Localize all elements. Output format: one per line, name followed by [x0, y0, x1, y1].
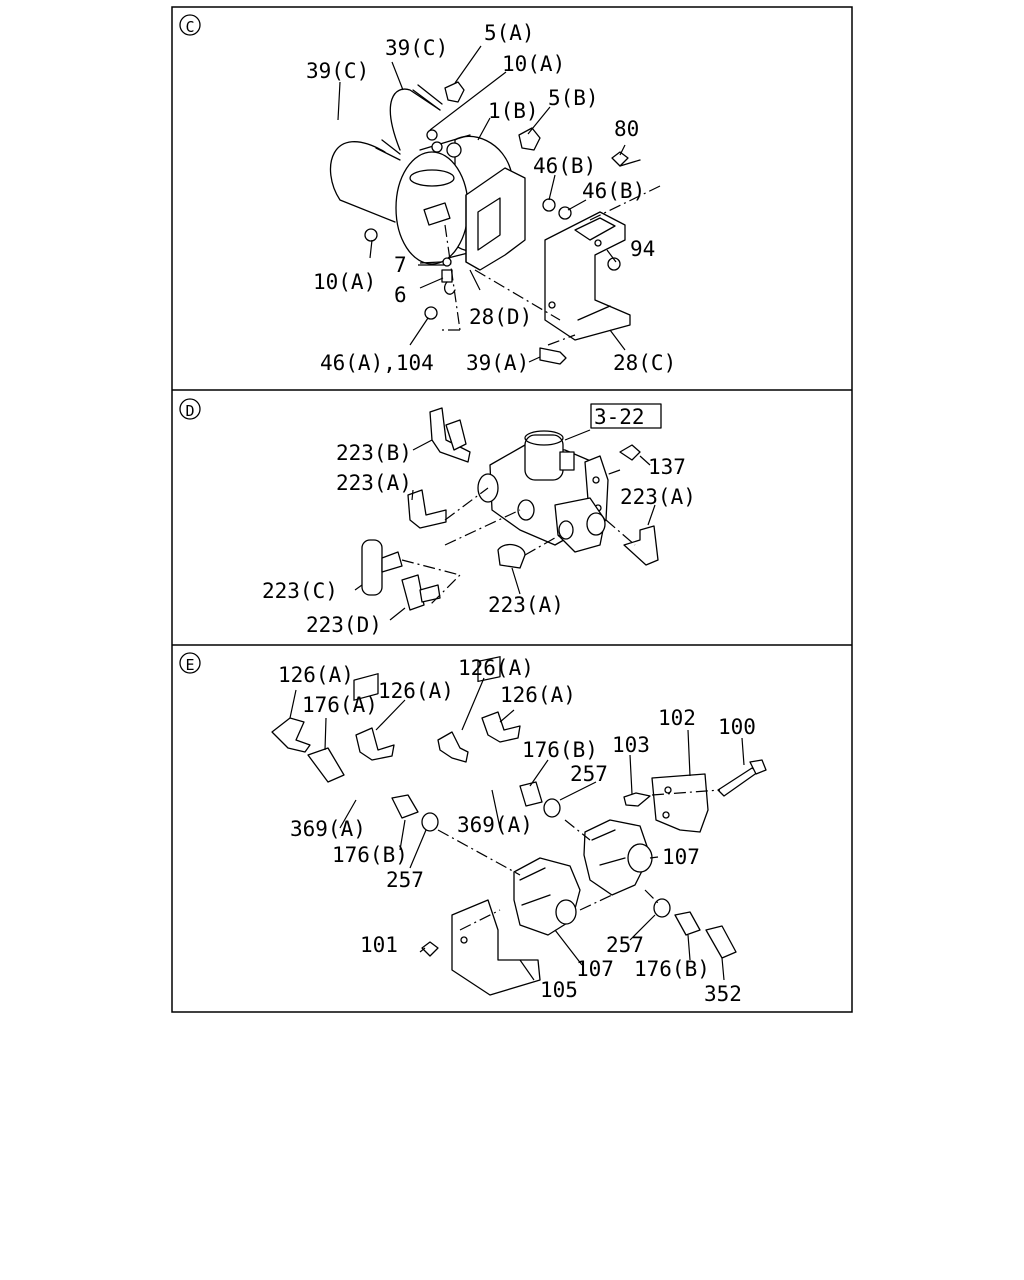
label-e-126a-3: 126(A) — [458, 656, 534, 680]
label-d-223a-bottom: 223(A) — [488, 593, 564, 617]
label-d-223a-right: 223(A) — [620, 485, 696, 509]
section-marker-e-text: E — [185, 656, 194, 674]
label-e-369a-right: 369(A) — [457, 813, 533, 837]
label-c-7: 7 — [394, 253, 407, 277]
label-c-46a-104: 46(A),104 — [320, 351, 434, 375]
label-e-369a-left: 369(A) — [290, 817, 366, 841]
ref-box-3-22: 3-22 — [594, 405, 645, 429]
relay-valve-assembly — [271, 656, 767, 996]
section-marker-c: C — [179, 14, 201, 36]
section-marker-d-text: D — [185, 402, 194, 420]
label-c-80: 80 — [614, 117, 639, 141]
label-c-5b: 5(B) — [548, 86, 599, 110]
label-e-176b-left: 176(B) — [332, 843, 408, 867]
label-c-5a: 5(A) — [484, 21, 535, 45]
label-c-28d: 28(D) — [469, 305, 532, 329]
label-e-126a-1: 126(A) — [278, 663, 354, 687]
label-e-176b-right: 176(B) — [634, 957, 710, 981]
label-c-46b: 46(B) — [582, 179, 645, 203]
label-c-1b: 1(B) — [488, 99, 539, 123]
label-c-39a: 39(A) — [466, 351, 529, 375]
label-e-105: 105 — [540, 978, 578, 1002]
label-c-39c-left: 39(C) — [306, 59, 369, 83]
section-marker-c-text: C — [185, 18, 194, 36]
label-e-257-top: 257 — [570, 762, 608, 786]
diagram-frame — [171, 6, 853, 1013]
label-e-257-right: 257 — [606, 933, 644, 957]
label-e-100: 100 — [718, 715, 756, 739]
label-c-10a-top: 10(A) — [502, 52, 565, 76]
label-e-176b-top: 176(B) — [522, 738, 598, 762]
valve-assembly — [361, 403, 662, 611]
air-tank-assembly — [329, 81, 661, 365]
label-e-176a: 176(A) — [302, 693, 378, 717]
section-marker-d: D — [179, 398, 201, 420]
label-e-107-bottom: 107 — [576, 957, 614, 981]
label-e-126a-2: 126(A) — [378, 679, 454, 703]
label-c-28c: 28(C) — [613, 351, 676, 375]
label-d-137: 137 — [648, 455, 686, 479]
label-c-39c-top: 39(C) — [385, 36, 448, 60]
section-marker-e: E — [179, 652, 201, 674]
label-c-10a-bottom: 10(A) — [313, 270, 376, 294]
label-e-126a-4: 126(A) — [500, 683, 576, 707]
label-e-352: 352 — [704, 982, 742, 1006]
label-d-223d: 223(D) — [306, 613, 382, 637]
label-c-6: 6 — [394, 283, 407, 307]
label-d-223c: 223(C) — [262, 579, 338, 603]
label-d-223a-left: 223(A) — [336, 471, 412, 495]
label-e-107-right: 107 — [662, 845, 700, 869]
label-e-257-left: 257 — [386, 868, 424, 892]
label-c-94: 94 — [630, 237, 655, 261]
label-e-102: 102 — [658, 706, 696, 730]
label-d-223b: 223(B) — [336, 441, 412, 465]
label-e-103: 103 — [612, 733, 650, 757]
label-e-101: 101 — [360, 933, 398, 957]
label-c-46b-top: 46(B) — [533, 154, 596, 178]
